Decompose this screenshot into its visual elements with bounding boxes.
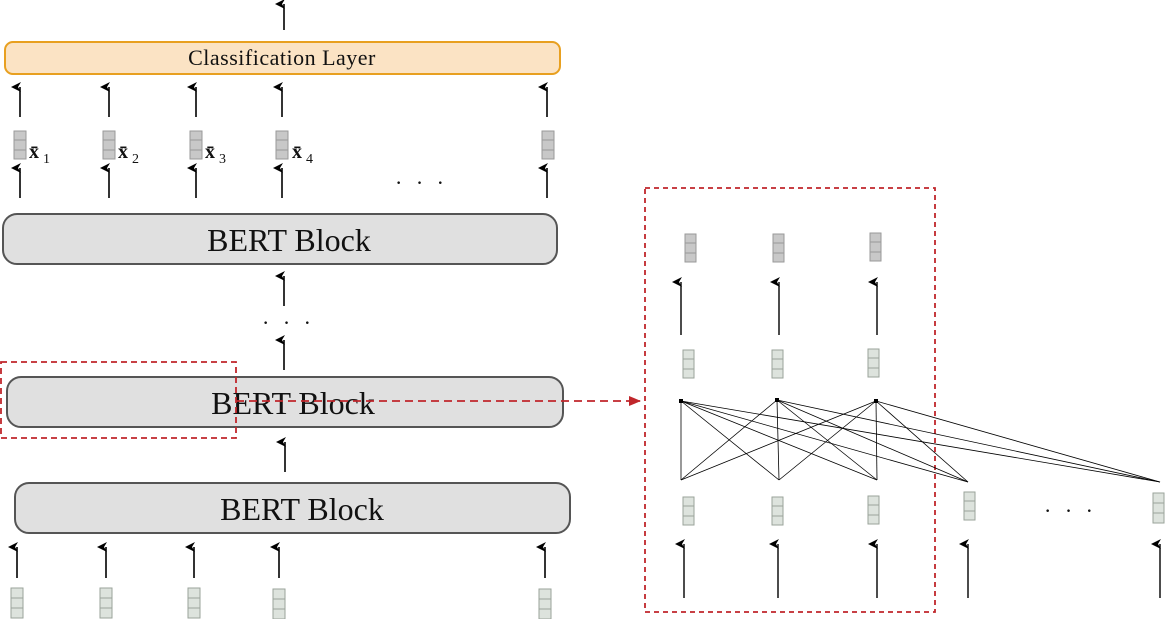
detail-input-token-3 <box>867 495 880 525</box>
attention-node-2 <box>775 398 779 402</box>
detail-upper-arrows <box>672 277 878 335</box>
output-vector-2-subscript: 2 <box>132 152 139 167</box>
input-token-n <box>538 588 552 619</box>
detail-input-token-4 <box>963 491 976 521</box>
output-vector-3-symbol: x̄ <box>205 141 215 163</box>
attention-node-3 <box>874 399 878 403</box>
bert-block-top: BERT Block <box>2 213 558 265</box>
detail-output-token-2 <box>772 233 785 263</box>
highlight-region <box>0 361 237 439</box>
detail-input-token-n <box>1152 492 1165 524</box>
detail-output-tokens <box>684 232 882 263</box>
detail-hidden-token-1 <box>682 349 695 379</box>
detail-input-token-1 <box>682 496 695 526</box>
output-vector-4-symbol: x̄ <box>292 141 302 163</box>
output-vector-1: x̄ 1 <box>13 130 50 167</box>
input-token-4 <box>272 588 286 619</box>
bert-block-middle: BERT Block <box>6 376 564 428</box>
output-vector-3-subscript: 3 <box>219 152 226 167</box>
classification-layer-label: Classification Layer <box>188 45 376 70</box>
input-token-1 <box>10 587 24 619</box>
detail-hidden-token-3 <box>867 348 880 378</box>
input-token-3 <box>187 587 201 619</box>
attention-node-1 <box>679 399 683 403</box>
input-token-2 <box>99 587 113 619</box>
classification-layer: Classification Layer <box>4 41 561 75</box>
input-arrows <box>8 542 546 578</box>
detail-output-token-1 <box>684 233 697 263</box>
output-vector-4: x̄ 4 <box>275 130 313 167</box>
output-vector-2-symbol: x̄ <box>118 141 128 163</box>
vector-to-classification-arrows <box>11 82 548 117</box>
detail-lower-arrows <box>675 539 1161 598</box>
bert-block-middle-label: BERT Block <box>211 385 375 421</box>
output-vector-n <box>541 130 555 160</box>
bert-block-top-label: BERT Block <box>207 222 371 258</box>
detail-input-ellipsis: · · · <box>1044 498 1097 523</box>
block-to-vector-arrows <box>11 163 548 198</box>
output-vector-4-subscript: 4 <box>306 152 313 167</box>
detail-hidden-tokens <box>682 348 880 379</box>
output-ellipsis: · · · <box>395 170 448 195</box>
output-vector-2: x̄ 2 <box>102 130 139 167</box>
detail-output-token-3 <box>869 232 882 262</box>
detail-panel <box>644 187 936 613</box>
attention-connections <box>680 399 1161 483</box>
bert-block-bottom-label: BERT Block <box>220 491 384 527</box>
output-vector-1-subscript: 1 <box>43 152 50 167</box>
detail-hidden-token-2 <box>771 349 784 379</box>
detail-input-token-2 <box>771 496 784 526</box>
stack-ellipsis: · · · <box>262 310 315 335</box>
attention-nodes <box>679 398 878 403</box>
input-tokens <box>10 587 552 619</box>
output-vector-3: x̄ 3 <box>189 130 226 167</box>
output-vector-1-symbol: x̄ <box>29 141 39 163</box>
bert-block-bottom: BERT Block <box>14 482 571 534</box>
detail-input-tokens <box>682 491 1165 526</box>
